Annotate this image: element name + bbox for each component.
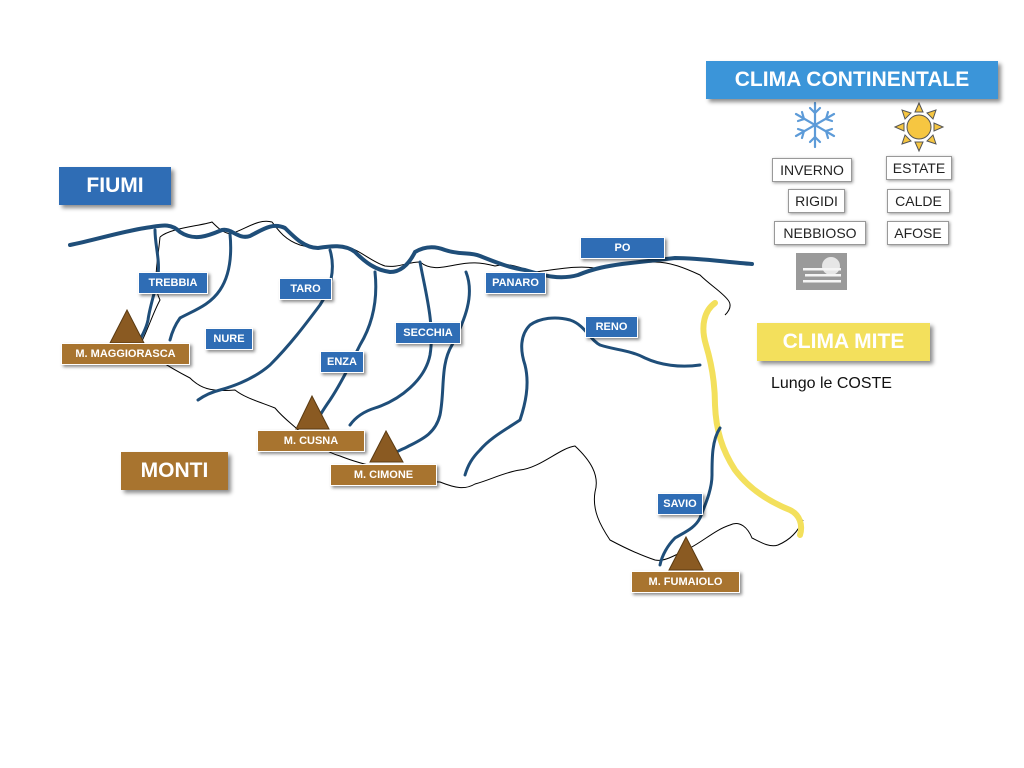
mountain-icon-maggiorasca	[109, 308, 145, 344]
heading-clima-continentale: CLIMA CONTINENTALE	[706, 61, 998, 99]
mountain-label-maggiorasca: M. MAGGIORASCA	[61, 343, 190, 365]
river-label-po: PO	[580, 237, 665, 259]
coste-note: Lungo le COSTE	[771, 375, 892, 392]
mountain-icon-fumaiolo	[668, 535, 704, 571]
river-savio	[658, 426, 722, 567]
sun-icon	[893, 101, 945, 153]
mountain-label-cusna: M. CUSNA	[257, 430, 365, 452]
coast-line	[700, 300, 805, 538]
heading-clima-mite: CLIMA MITE	[757, 323, 930, 361]
summer-word-calde: CALDE	[887, 189, 950, 213]
mountain-label-fumaiolo: M. FUMAIOLO	[631, 571, 740, 593]
summer-word-afose: AFOSE	[887, 221, 949, 245]
river-nure	[168, 232, 233, 342]
river-label-enza: ENZA	[320, 351, 364, 373]
river-label-panaro: PANARO	[485, 272, 546, 294]
fog-icon	[796, 253, 847, 290]
river-po	[68, 223, 754, 280]
mountain-icon-cusna	[295, 394, 330, 430]
river-label-savio: SAVIO	[657, 493, 703, 515]
river-reno	[463, 316, 702, 477]
river-trebbia	[133, 228, 160, 350]
river-secchia	[348, 260, 433, 427]
heading-fiumi: FIUMI	[59, 167, 171, 205]
winter-word-inverno: INVERNO	[772, 158, 852, 182]
river-label-reno: RENO	[585, 316, 638, 338]
mountain-label-cimone: M. CIMONE	[330, 464, 437, 486]
river-label-nure: NURE	[205, 328, 253, 350]
river-label-trebbia: TREBBIA	[138, 272, 208, 294]
heading-monti: MONTI	[121, 452, 228, 490]
summer-word-estate: ESTATE	[886, 156, 952, 180]
mountain-icon-cimone	[369, 429, 404, 463]
snowflake-icon	[794, 101, 836, 149]
winter-word-rigidi: RIGIDI	[788, 189, 845, 213]
winter-word-nebbioso: NEBBIOSO	[774, 221, 866, 245]
river-taro	[196, 248, 334, 402]
river-panaro	[386, 270, 471, 462]
region-border	[139, 220, 804, 561]
river-label-secchia: SECCHIA	[395, 322, 461, 344]
river-label-taro: TARO	[279, 278, 332, 300]
